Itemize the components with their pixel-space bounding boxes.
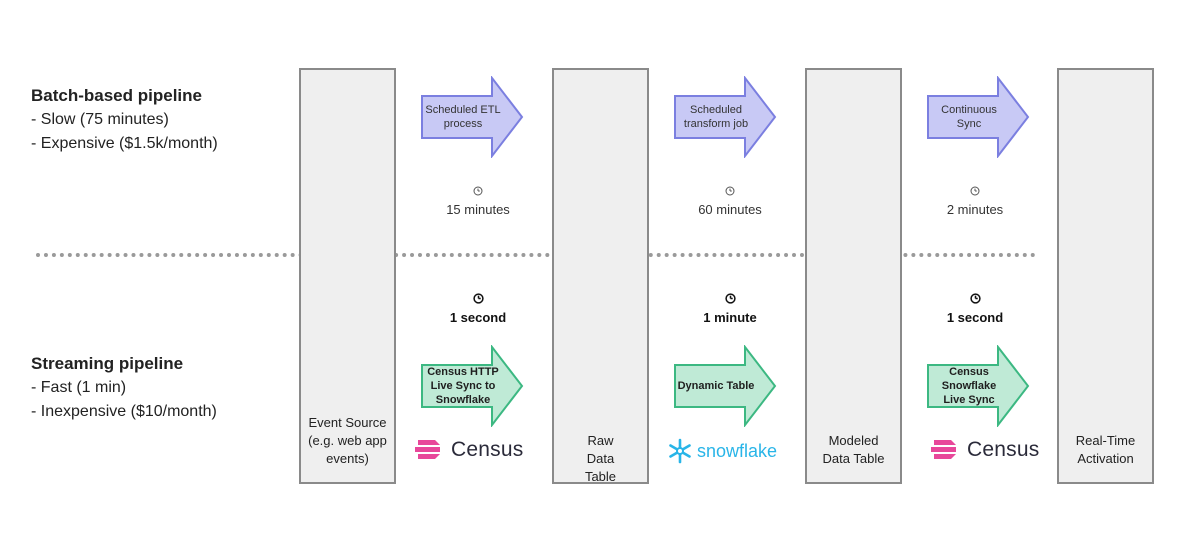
- stage-label-modeled-data-table: Modeled Data Table: [822, 433, 885, 466]
- stage-real-time-activation: Real-Time Activation: [1057, 68, 1154, 484]
- stream-arrow-snowflake-sync: Census Snowflake Live Sync: [926, 345, 1034, 427]
- snowflake-logo: snowflake: [667, 438, 777, 464]
- census-logo-1: Census: [415, 436, 523, 464]
- batch-arrow-sync: Continuous Sync: [926, 76, 1034, 158]
- streaming-pipeline-title: Streaming pipeline: [31, 354, 184, 373]
- stream-arrow-http: Census HTTP Live Sync to Snowflake: [420, 345, 528, 427]
- batch-arrow-sync-label: Continuous Sync: [941, 104, 997, 130]
- batch-bullet-cost: - Expensive ($1.5k/month): [31, 135, 218, 152]
- stage-label-event-source: Event Source (e.g. web app events): [308, 415, 387, 466]
- stream-arrow-snowflake-sync-shape: [927, 345, 1030, 427]
- stream-arrow-dynamic: Dynamic Table: [673, 345, 781, 427]
- census-logo-icon: [931, 440, 956, 459]
- batch-arrow-etl: Scheduled ETL process: [420, 76, 528, 158]
- stream-timing-http-value: 1 second: [449, 310, 507, 325]
- streaming-bullet-cost: - Inexpensive ($10/month): [31, 403, 217, 420]
- clock-icon: [725, 186, 735, 196]
- clock-icon: [970, 186, 980, 196]
- clock-icon: [473, 186, 483, 196]
- stream-arrow-dynamic-shape: [674, 345, 777, 427]
- stream-timing-dynamic: 1 minute: [665, 293, 795, 325]
- stream-timing-http: 1 second: [413, 293, 543, 325]
- batch-timing-etl-value: 15 minutes: [446, 202, 510, 217]
- batch-pipeline-title: Batch-based pipeline: [31, 86, 202, 105]
- stage-modeled-data-table: Modeled Data Table: [805, 68, 902, 484]
- clock-icon: [969, 293, 981, 304]
- batch-timing-sync-value: 2 minutes: [946, 202, 1004, 217]
- stream-arrow-snowflake-sync-label: Census Snowflake Live Sync: [941, 366, 997, 406]
- batch-timing-etl: 15 minutes: [413, 186, 543, 217]
- stage-label-raw-data-table: Raw Data Table: [584, 433, 617, 484]
- census-logo-2: Census: [931, 436, 1039, 464]
- batch-arrow-etl-label: Scheduled ETL process: [425, 104, 501, 130]
- stage-event-source: Event Source (e.g. web app events): [299, 68, 396, 484]
- batch-timing-sync: 2 minutes: [910, 186, 1040, 217]
- stream-arrow-http-label: Census HTTP Live Sync to Snowflake: [427, 366, 499, 406]
- stream-arrow-http-shape: [421, 345, 524, 427]
- batch-arrow-etl-shape: [421, 76, 524, 158]
- streaming-pipeline-label: Streaming pipeline - Fast (1 min) - Inex…: [31, 352, 217, 424]
- batch-pipeline-label: Batch-based pipeline - Slow (75 minutes)…: [31, 84, 218, 156]
- stream-timing-dynamic-value: 1 minute: [703, 310, 757, 325]
- batch-arrow-sync-shape: [927, 76, 1030, 158]
- batch-arrow-transform-label: Scheduled transform job: [683, 104, 749, 130]
- batch-arrow-transform-shape: [674, 76, 777, 158]
- stream-arrow-dynamic-label: Dynamic Table: [677, 380, 755, 392]
- snowflake-wordmark: snowflake: [697, 440, 778, 461]
- stream-timing-snowflake-sync: 1 second: [910, 293, 1040, 325]
- stage-raw-data-table: Raw Data Table: [552, 68, 649, 484]
- snowflake-logo-icon: [669, 438, 691, 464]
- stage-label-real-time-activation: Real-Time Activation: [1075, 433, 1136, 466]
- batch-arrow-transform: Scheduled transform job: [673, 76, 781, 158]
- streaming-bullet-speed: - Fast (1 min): [31, 379, 127, 396]
- census-wordmark-2: Census: [967, 438, 1040, 461]
- clock-icon: [472, 293, 484, 304]
- census-wordmark-1: Census: [451, 438, 524, 461]
- stream-timing-snowflake-sync-value: 1 second: [946, 310, 1004, 325]
- pipeline-divider: [36, 253, 1036, 257]
- batch-timing-transform: 60 minutes: [665, 186, 795, 217]
- batch-timing-transform-value: 60 minutes: [698, 202, 762, 217]
- batch-bullet-speed: - Slow (75 minutes): [31, 111, 169, 128]
- census-logo-icon: [415, 440, 440, 459]
- clock-icon: [724, 293, 736, 304]
